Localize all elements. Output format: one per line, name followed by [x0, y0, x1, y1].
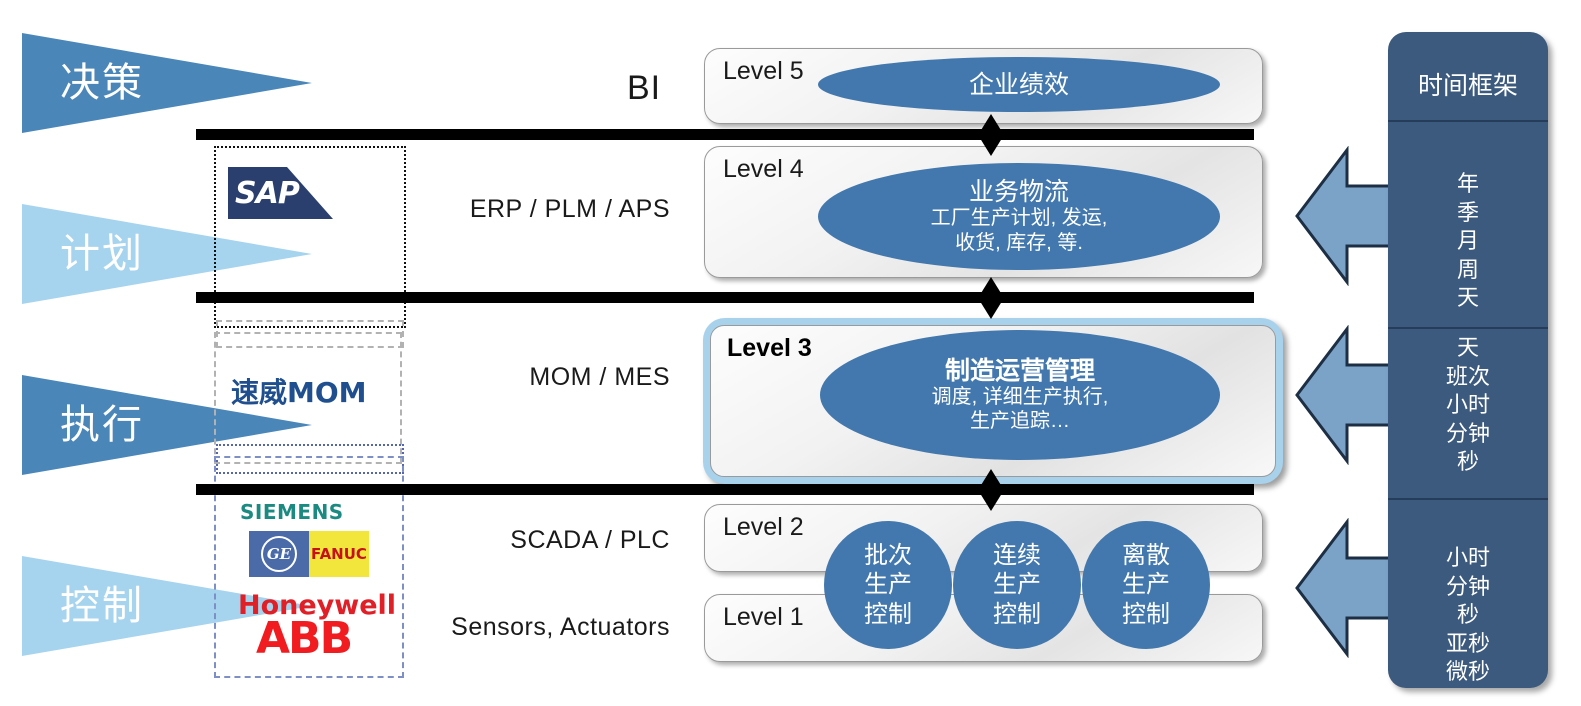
ellipse-subtitle-line1: 调度, 详细生产执行,: [931, 385, 1109, 408]
timeframe-line: 小时: [1445, 392, 1490, 418]
label-scada: SCADA / PLC: [510, 526, 670, 554]
banner-control: 控制: [22, 556, 312, 656]
timeframe-line: 微秒: [1445, 659, 1490, 685]
ellipse-business-logistics: 业务物流 工厂生产计划, 发运, 收货, 库存, 等.: [818, 163, 1220, 270]
double-arrow-5-4-icon: [978, 114, 1004, 156]
timeframe-segment-execute: 天 班次 小时 分钟 秒: [1388, 334, 1548, 477]
circle-line-1: 批次: [864, 542, 912, 570]
label-sensors: Sensors, Actuators: [451, 613, 670, 641]
triangle-shape-icon: [22, 556, 312, 656]
banner-decision: 决策: [22, 33, 312, 133]
circle-line-1: 离散: [1122, 542, 1170, 570]
ellipse-manufacturing-operations: 制造运营管理 调度, 详细生产执行, 生产追踪…: [820, 330, 1220, 460]
banner-label-execute: 执行: [60, 403, 144, 447]
timeframe-line: 天: [1456, 285, 1479, 311]
timeframe-panel: 时间框架 年 季 月 周 天 天 班次 小时 分钟 秒 小时 分钟 秒 亚秒 微…: [1388, 32, 1548, 688]
ellipse-subtitle-line2: 生产追踪…: [970, 410, 1070, 432]
timeframe-line: 秒: [1456, 449, 1479, 475]
level-tag-1: Level 1: [723, 603, 804, 631]
timeframe-line: 季: [1456, 199, 1479, 225]
circle-line-3: 控制: [1122, 600, 1170, 628]
banner-plan: 计划: [22, 204, 312, 304]
logo-ge-text: GE: [261, 536, 297, 572]
ellipse-enterprise-performance: 企业绩效: [818, 57, 1220, 112]
double-arrow-4-3-icon: [978, 277, 1004, 319]
ellipse-subtitle-line2: 收货, 库存, 等.: [955, 231, 1083, 254]
logo-sap-text: SAP: [235, 175, 300, 211]
level-tag-5: Level 5: [723, 57, 804, 85]
circle-line-2: 生产: [1122, 571, 1170, 599]
ellipse-title: 制造运营管理: [944, 356, 1095, 385]
logo-ge: GE: [249, 531, 309, 577]
ellipse-title: 业务物流: [968, 178, 1069, 207]
vendor-frame-mom: [214, 332, 402, 464]
logo-honeywell: Honeywell: [238, 590, 397, 621]
timeframe-divider-3: [1388, 498, 1548, 500]
vendor-frame-divider: [216, 320, 404, 348]
circle-line-3: 控制: [993, 600, 1041, 628]
logo-suwei-mom: 速威MOM: [231, 376, 367, 409]
banner-execute: 执行: [22, 375, 312, 475]
timeframe-line: 周: [1456, 256, 1479, 282]
timeframe-line: 月: [1456, 228, 1479, 254]
timeframe-segment-control: 小时 分钟 秒 亚秒 微秒: [1388, 544, 1548, 687]
label-erp: ERP / PLM / APS: [469, 195, 670, 223]
circle-line-3: 控制: [864, 600, 912, 628]
triangle-shape-icon: [22, 33, 312, 133]
timeframe-segment-plan: 年 季 月 周 天: [1388, 170, 1548, 313]
logo-ge-fanuc: GE FANUC: [249, 531, 369, 577]
circle-line-1: 连续: [993, 542, 1041, 570]
level-tag-2: Level 2: [723, 513, 804, 541]
circle-line-2: 生产: [864, 571, 912, 599]
timeframe-divider-2: [1388, 327, 1548, 329]
circle-batch-control: 批次 生产 控制: [824, 521, 952, 649]
circle-discrete-control: 离散 生产 控制: [1082, 521, 1210, 649]
triangle-shape-icon: [22, 204, 312, 304]
timeframe-line: 天: [1456, 335, 1479, 360]
timeframe-line: 小时: [1445, 545, 1490, 570]
timeframe-heading: 时间框架: [1417, 72, 1518, 100]
timeframe-line: 班次: [1445, 363, 1490, 389]
timeframe-line: 亚秒: [1445, 630, 1490, 656]
left-arrow-plan-icon: [1295, 146, 1400, 286]
label-mom: MOM / MES: [529, 363, 670, 391]
logo-abb: ABB: [256, 613, 353, 664]
ellipse-subtitle-line1: 工厂生产计划, 发运,: [930, 207, 1108, 230]
timeframe-line: 分钟: [1445, 420, 1490, 446]
logo-fanuc-text: FANUC: [309, 531, 369, 577]
timeframe-line: 年: [1456, 171, 1479, 196]
banner-label-decision: 决策: [60, 61, 144, 105]
level-tag-4: Level 4: [723, 155, 804, 183]
vendor-frame-control: [214, 456, 404, 678]
timeframe-divider-1: [1388, 120, 1548, 122]
banner-label-plan: 计划: [60, 232, 144, 276]
logo-sap: SAP: [228, 167, 333, 219]
label-bi: BI: [627, 69, 662, 107]
separator-level4-level3: [196, 292, 1254, 303]
separator-level5-level4: [196, 129, 1254, 140]
double-arrow-3-2-icon: [978, 469, 1004, 511]
timeframe-line: 分钟: [1445, 573, 1490, 599]
left-arrow-execute-icon: [1295, 325, 1400, 465]
banner-label-control: 控制: [60, 584, 144, 628]
vendor-frame-erp: [214, 146, 406, 328]
circle-continuous-control: 连续 生产 控制: [953, 521, 1081, 649]
circle-line-2: 生产: [993, 571, 1041, 599]
logo-siemens: SIEMENS: [240, 500, 344, 524]
level-tag-3: Level 3: [727, 334, 812, 362]
triangle-shape-icon: [22, 375, 312, 475]
left-arrow-control-icon: [1295, 518, 1400, 658]
separator-level3-level2: [196, 484, 1254, 495]
timeframe-line: 秒: [1456, 602, 1479, 628]
ellipse-title: 企业绩效: [968, 70, 1069, 99]
